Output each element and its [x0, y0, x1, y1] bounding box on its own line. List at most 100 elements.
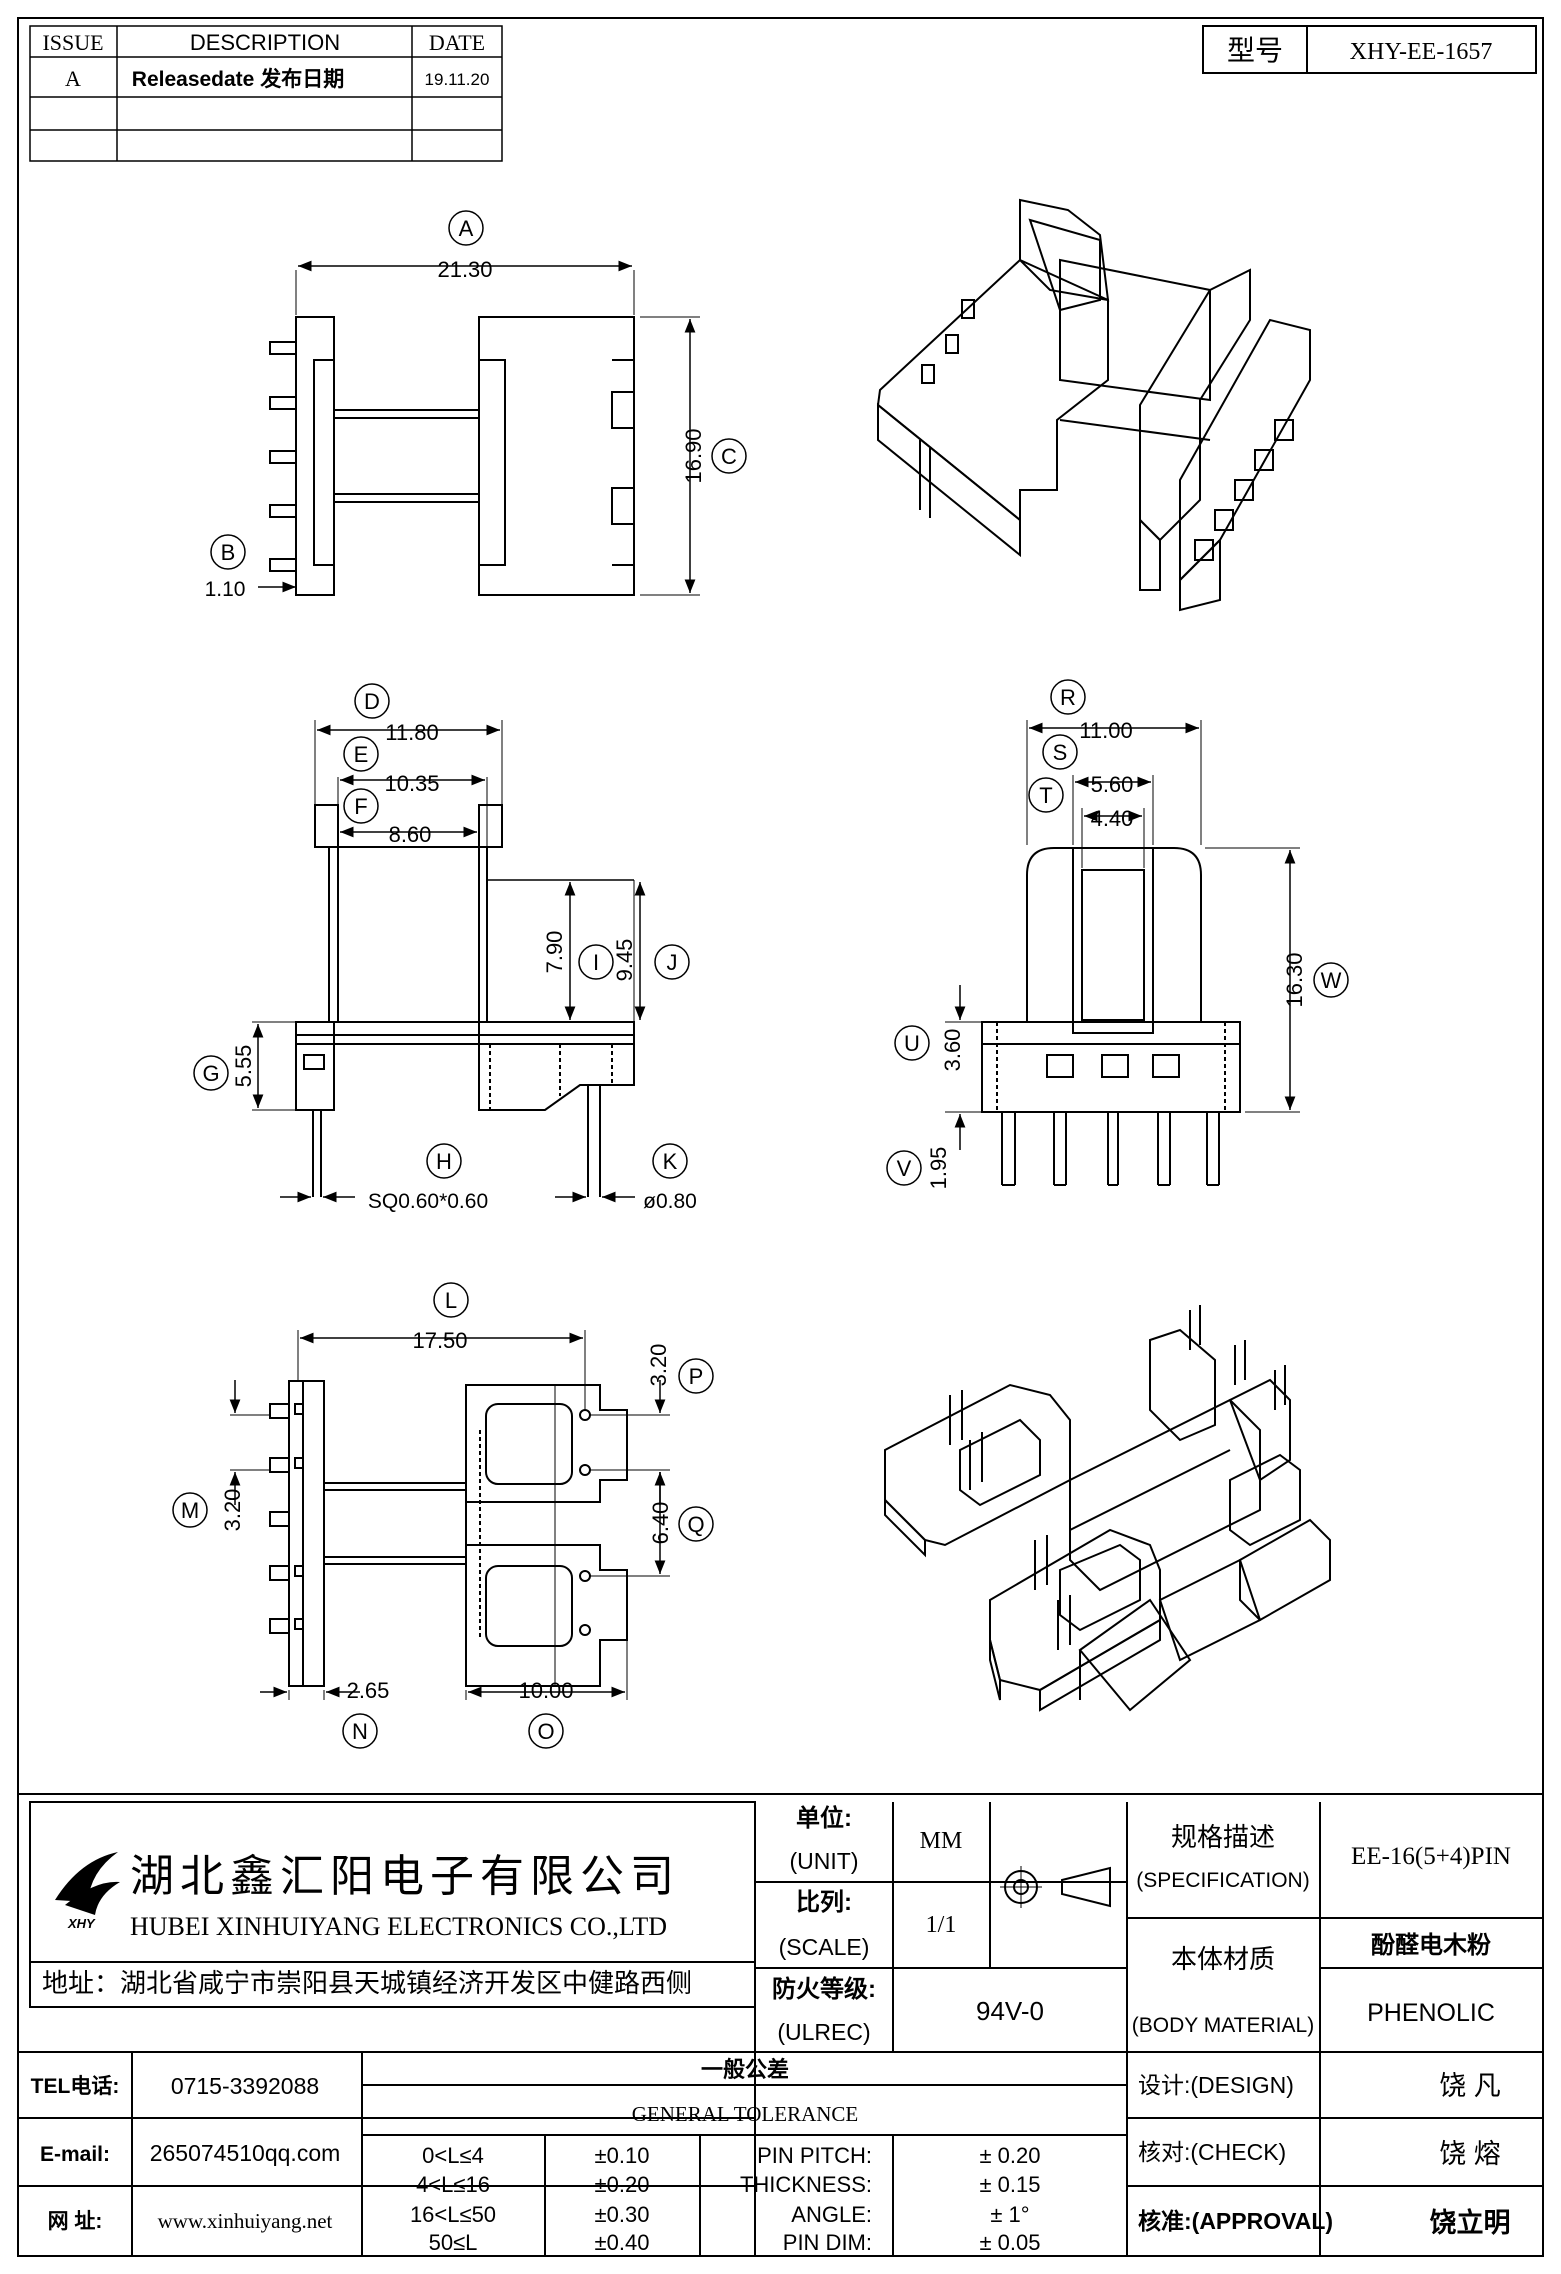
label-l: L [445, 1288, 457, 1313]
fire-label-en: (ULREC) [777, 2019, 870, 2045]
dim-n: 2.65 [347, 1678, 390, 1703]
label-m: M [181, 1498, 199, 1523]
tel-value: 0715-3392088 [171, 2073, 319, 2099]
tol-param-value: ± 0.20 [979, 2143, 1040, 2168]
label-bubble-j [654, 944, 690, 980]
label-bubble-k [652, 1143, 688, 1179]
dim-l: 17.50 [412, 1328, 467, 1353]
label-v: V [897, 1156, 912, 1181]
model-box [1202, 25, 1537, 74]
label-bubble-u [894, 1025, 930, 1061]
dim-f: 8.60 [389, 822, 432, 847]
label-bubble-i [578, 944, 614, 980]
dim-p: 3.20 [646, 1344, 671, 1387]
tolerance-ranges: 0<L≤4 ±0.10 4<L≤16 ±0.20 16<L≤50 ±0.30 5… [410, 2143, 650, 2255]
material-value-en: PHENOLIC [1367, 1999, 1495, 2027]
tol-param-name: THICKNESS: [740, 2172, 872, 2197]
label-r: R [1060, 685, 1076, 710]
dim-w: 16.30 [1282, 952, 1307, 1007]
label-bubble-e [343, 736, 379, 772]
tol-range: 0<L≤4 [422, 2143, 484, 2168]
email-label: E-mail: [40, 2143, 110, 2166]
tol-param-name: ANGLE: [791, 2202, 872, 2227]
dim-o: 10.00 [518, 1678, 573, 1703]
unit-value: MM [920, 1828, 963, 1854]
dim-u: 3.60 [940, 1029, 965, 1072]
tol-value: ±0.30 [595, 2202, 650, 2227]
label-bubble-l [433, 1282, 469, 1318]
label-bubble-a [448, 210, 484, 246]
label-bubble-b [210, 534, 246, 570]
revision-table [29, 25, 503, 162]
label-q: Q [687, 1512, 704, 1537]
dim-e: 10.35 [384, 771, 439, 796]
label-t: T [1039, 783, 1052, 808]
tol-range: 4<L≤16 [416, 2172, 490, 2197]
label-bubble-v [886, 1150, 922, 1186]
label-bubble-d [354, 683, 390, 719]
label-bubble-n [342, 1713, 378, 1749]
tol-param-value: ± 1° [990, 2202, 1029, 2227]
dim-m: 3.20 [220, 1489, 245, 1532]
rev-header-issue: ISSUE [42, 30, 103, 55]
design-label: 设计:(DESIGN) [1138, 2072, 1294, 2098]
dim-r: 11.00 [1079, 718, 1132, 743]
company-logo: XHY [55, 1852, 120, 1931]
label-bubble-m [172, 1492, 208, 1528]
model-value: XHY-EE-1657 [1350, 39, 1493, 65]
label-bubble-c [711, 438, 747, 474]
tolerance-title-en: GENERAL TOLERANCE [632, 2102, 859, 2126]
iso-view-bottom [884, 1305, 1331, 1712]
dim-c: 16.90 [681, 428, 706, 483]
approval-value: 饶立明 [1430, 2207, 1511, 2238]
side-view [945, 720, 1300, 1186]
web-label: 网 址: [48, 2210, 103, 2233]
dim-a: 21.30 [437, 257, 492, 282]
dim-q: 6.40 [648, 1502, 673, 1545]
label-bubble-g [193, 1055, 229, 1091]
design-value: 饶 凡 [1439, 2071, 1501, 2101]
rev-header-description: DESCRIPTION [190, 30, 340, 55]
tol-range: 16<L≤50 [410, 2202, 496, 2227]
label-g: G [202, 1061, 219, 1086]
projection-symbol [1000, 1866, 1111, 1908]
check-label: 核对:(CHECK) [1138, 2139, 1286, 2165]
label-bubble-q [678, 1506, 714, 1542]
fire-value: 94V-0 [976, 1996, 1044, 2026]
label-j: J [667, 950, 678, 975]
label-u: U [904, 1031, 920, 1056]
spec-label-en: (SPECIFICATION) [1136, 1869, 1309, 1892]
label-k: K [663, 1149, 678, 1174]
dim-h: SQ0.60*0.60 [368, 1190, 488, 1213]
front-view [252, 720, 646, 1203]
label-bubble-s [1042, 734, 1078, 770]
scale-label-cn: 比列: [796, 1889, 852, 1916]
scale-label-en: (SCALE) [779, 1934, 870, 1960]
approval-label: 核准:(APPROVAL) [1138, 2208, 1333, 2234]
title-block-grid [18, 1793, 1543, 2256]
material-label-en: (BODY MATERIAL) [1132, 2014, 1314, 2037]
label-f: F [354, 794, 367, 819]
label-s: S [1053, 740, 1068, 765]
label-bubble-r [1050, 679, 1086, 715]
iso-view-top [876, 198, 1311, 612]
tol-param-value: ± 0.15 [979, 2172, 1040, 2197]
label-d: D [364, 689, 380, 714]
label-h: H [436, 1149, 452, 1174]
email-value: 265074510qq.com [150, 2140, 341, 2166]
tel-label: TEL电话: [31, 2075, 120, 2098]
tol-value: ±0.20 [595, 2172, 650, 2197]
check-value: 饶 熔 [1439, 2139, 1501, 2169]
label-bubble-f [343, 788, 379, 824]
tol-range: 50≤L [429, 2230, 478, 2255]
tolerance-title-cn: 一般公差 [701, 2057, 789, 2082]
tol-param-name: PIN DIM: [783, 2230, 872, 2255]
rev-issue-cell: A [65, 66, 81, 91]
label-c: C [721, 444, 737, 469]
dim-g: 5.55 [231, 1045, 256, 1088]
company-name-en: HUBEI XINHUIYANG ELECTRONICS CO.,LTD [130, 1912, 667, 1941]
dim-b: 1.10 [205, 578, 246, 601]
top-view [258, 260, 700, 596]
fire-label-cn: 防火等级: [772, 1975, 876, 2003]
